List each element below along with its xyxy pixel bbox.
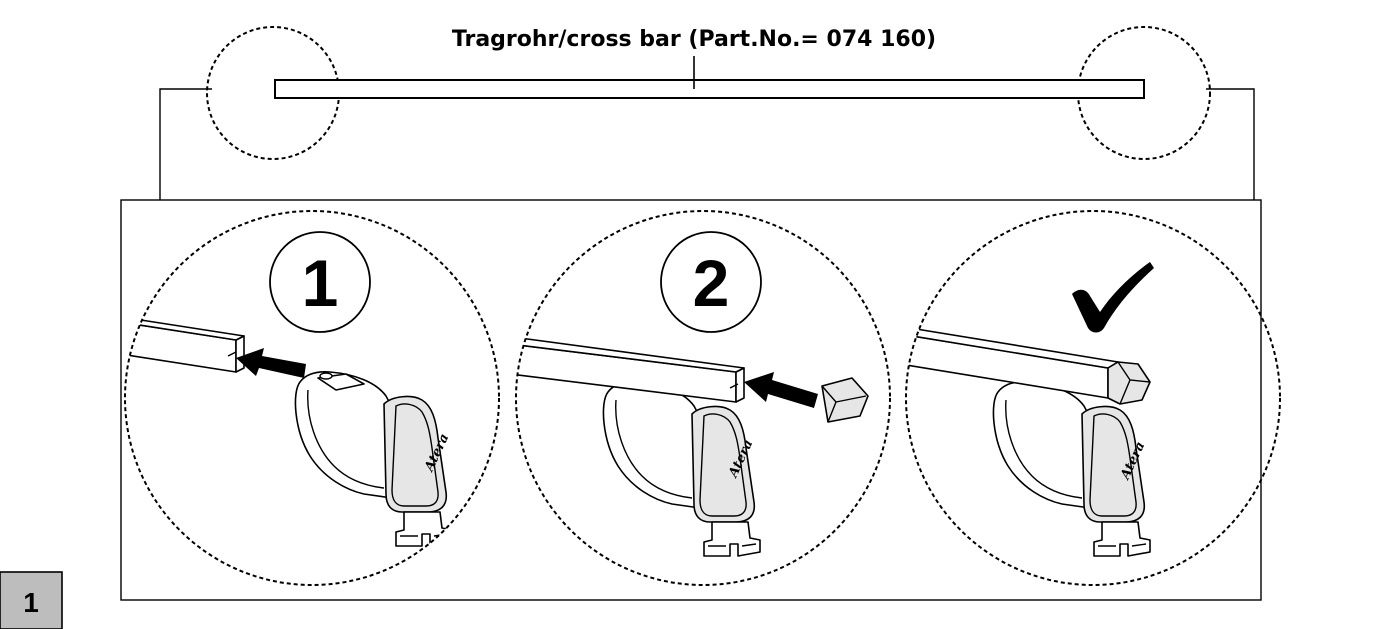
step-1-number: 1	[302, 246, 339, 320]
step-1-number-circle	[269, 231, 371, 333]
cross-bar-overview: Tragrohr/cross bar (Part.No.= 074 160)	[159, 26, 1255, 200]
step-3-panel: Atera	[905, 210, 1281, 586]
figure-label-box: 1	[0, 571, 63, 629]
checkmark-icon	[1072, 262, 1154, 333]
cross-bar	[274, 79, 1145, 99]
arrow-insert-icon	[236, 348, 306, 378]
connector-right	[1206, 88, 1255, 200]
step-2-panel: 2 Atera	[515, 210, 891, 586]
step-2-number-circle	[660, 231, 762, 333]
connector-left	[159, 88, 212, 200]
step-1-panel: 1 Atera	[124, 210, 500, 586]
step-2-detail-circle	[515, 210, 891, 586]
step-2-number: 2	[693, 246, 730, 320]
diagram-title: Tragrohr/cross bar (Part.No.= 074 160)	[452, 27, 936, 52]
detail-circle-right	[1077, 26, 1211, 160]
step-1-detail-circle	[124, 210, 500, 586]
figure-label: 1	[23, 587, 39, 618]
step-3-detail-circle	[905, 210, 1281, 586]
arrow-insert-cap-icon	[744, 372, 818, 408]
